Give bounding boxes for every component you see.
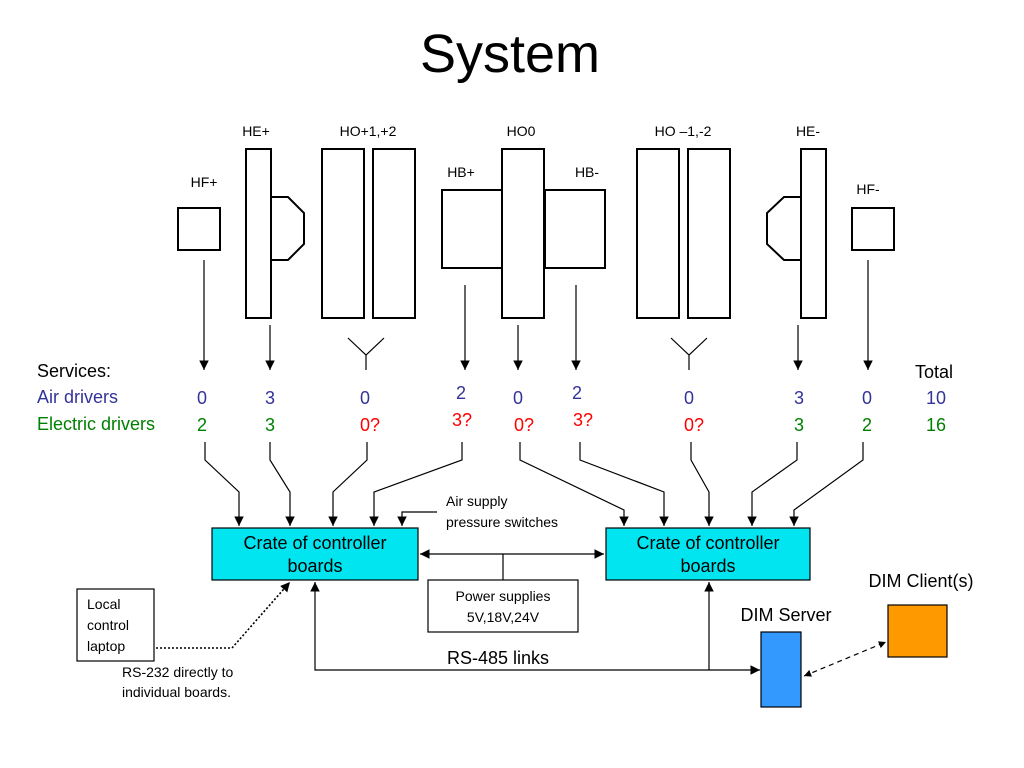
power-supplies-label-line1: Power supplies [456, 588, 551, 604]
local-control-laptop-box [76, 588, 155, 662]
detector-ho-minus-ring1 [636, 148, 680, 319]
air-supply-label-line2: pressure switches [446, 514, 558, 530]
detector-label-hb-plus: HB+ [447, 164, 475, 180]
electric-count-ho0: 0? [514, 415, 534, 435]
crate-left-label-line2: boards [287, 556, 342, 576]
crate-right-label-line1: Crate of controller [636, 533, 779, 553]
air-count-total: 10 [926, 388, 946, 408]
rs232-label-line1: RS-232 directly to [122, 664, 233, 680]
detector-he-plus [245, 148, 272, 319]
detector-label-ho0: HO0 [507, 123, 536, 139]
electric-count-hf-minus: 2 [862, 415, 872, 435]
air-count-hf-minus: 0 [862, 388, 872, 408]
detector-label-hb-minus: HB- [575, 164, 599, 180]
detector-ho-plus-ring1 [321, 148, 365, 319]
detector-he-minus [800, 148, 827, 319]
detector-label-he-minus: HE- [796, 123, 820, 139]
detector-ho-plus-ring2 [372, 148, 416, 319]
crate-right [605, 527, 811, 581]
crate-left [211, 527, 419, 581]
y-split-icon [670, 337, 708, 370]
crate-connections [204, 442, 864, 526]
electric-count-hb-minus: 3? [573, 410, 593, 430]
dim-client-label: DIM Client(s) [868, 571, 973, 591]
air-count-ho-plus: 0 [360, 388, 370, 408]
laptop-label-line1: Local [87, 596, 120, 612]
detector-ho-minus-ring2 [687, 148, 731, 319]
detector-arrows [199, 260, 873, 370]
air-drivers-label: Air drivers [37, 387, 118, 407]
dim-server-box [760, 631, 802, 708]
detector-hf-plus [177, 207, 221, 251]
detector-he-plus-endcap [270, 196, 305, 261]
detector-hb-plus [441, 189, 503, 269]
y-split-icon [347, 337, 385, 370]
crate-right-label-line2: boards [680, 556, 735, 576]
services-heading: Services: [37, 361, 111, 381]
crate-left-label-line1: Crate of controller [243, 533, 386, 553]
detector-hf-minus [851, 207, 895, 251]
rs232-dotted-link [156, 581, 291, 649]
detector-label-ho-minus: HO –1,-2 [655, 123, 712, 139]
electric-count-he-minus: 3 [794, 415, 804, 435]
total-label: Total [915, 362, 953, 382]
detector-label-he-plus: HE+ [242, 123, 270, 139]
laptop-label-line2: control [87, 617, 129, 633]
rs485-link [310, 582, 760, 675]
dim-server-label: DIM Server [740, 605, 831, 625]
dim-client-box [887, 604, 948, 658]
air-count-hb-plus: 2 [456, 383, 466, 403]
dim-link [803, 641, 887, 677]
detector-label-hf-minus: HF- [856, 181, 880, 197]
rs485-label: RS-485 links [447, 648, 549, 668]
electric-count-he-plus: 3 [265, 415, 275, 435]
electric-count-hf-plus: 2 [197, 415, 207, 435]
rs232-label-line2: individual boards. [122, 684, 231, 700]
air-count-ho0: 0 [513, 388, 523, 408]
air-count-hf-plus: 0 [197, 388, 207, 408]
power-supplies-label-line2: 5V,18V,24V [467, 609, 540, 625]
electric-count-hb-plus: 3? [452, 410, 472, 430]
electric-count-ho-plus: 0? [360, 415, 380, 435]
air-supply-label-line1: Air supply [446, 493, 507, 509]
detector-ho0 [501, 148, 545, 319]
page-title: System [420, 24, 600, 84]
air-count-he-minus: 3 [794, 388, 804, 408]
detector-hb-minus [544, 189, 606, 269]
air-count-he-plus: 3 [265, 388, 275, 408]
electric-count-total: 16 [926, 415, 946, 435]
laptop-label-line3: laptop [87, 638, 125, 654]
air-count-hb-minus: 2 [572, 383, 582, 403]
air-count-ho-minus: 0 [684, 388, 694, 408]
detector-label-ho-plus: HO+1,+2 [340, 123, 397, 139]
electric-count-ho-minus: 0? [684, 415, 704, 435]
detector-he-minus-endcap [766, 196, 802, 261]
detector-label-hf-plus: HF+ [191, 174, 218, 190]
electric-drivers-label: Electric drivers [37, 414, 155, 434]
